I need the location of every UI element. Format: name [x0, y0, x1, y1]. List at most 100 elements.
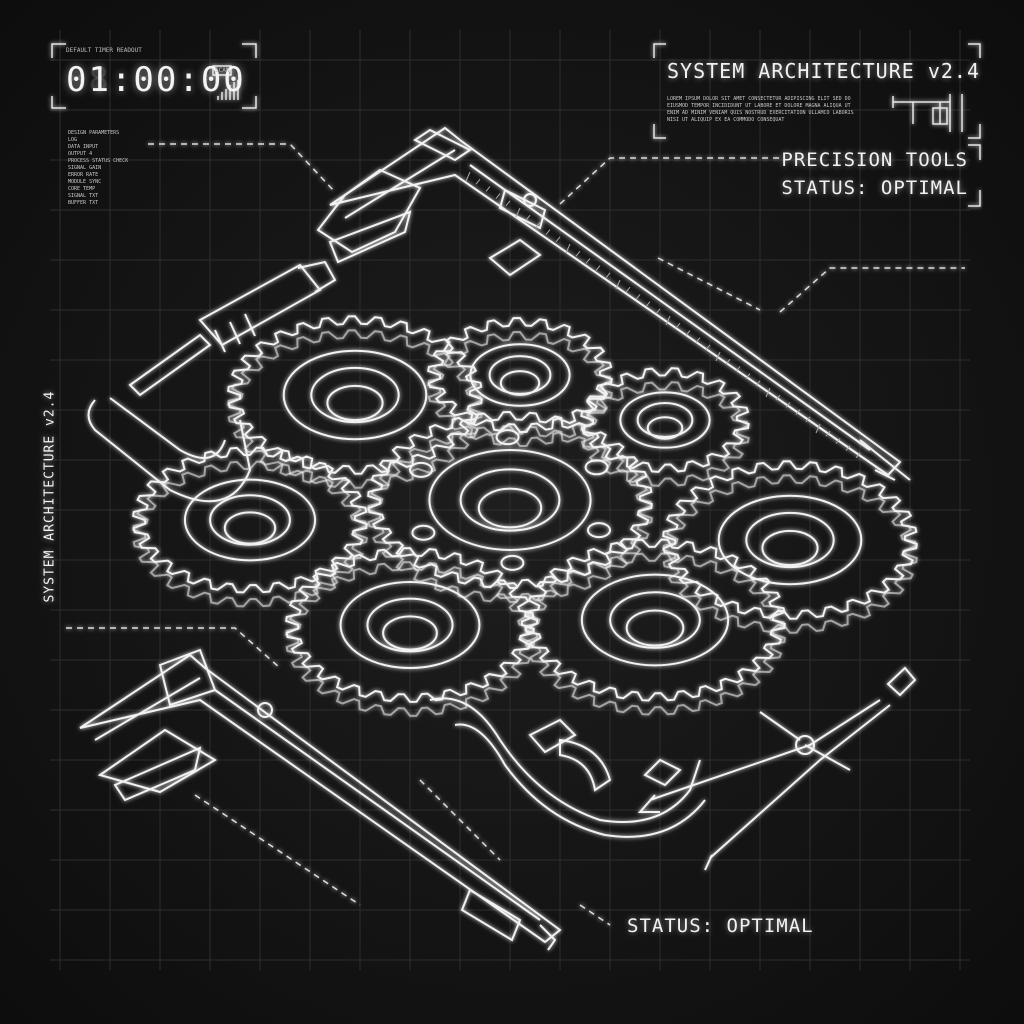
gear-assembly — [132, 315, 918, 717]
gear-center-hole — [495, 429, 520, 446]
precision-label: PRECISION TOOLS — [781, 149, 968, 171]
compass-icon — [637, 666, 917, 871]
precision-frame — [968, 144, 981, 207]
scale-tick — [575, 250, 581, 257]
gear-top-right — [580, 367, 750, 473]
side-title: SYSTEM ARCHITECTURE v2.4 — [42, 390, 58, 603]
micro-line: NISI UT ALIQUIP EX EA COMMODO CONSEQUAT — [667, 117, 785, 123]
gear-bottom-left-bore — [382, 615, 438, 651]
scale-tick — [525, 214, 531, 221]
gear-center-hub — [459, 468, 561, 532]
gear-top-right-rim — [619, 391, 711, 449]
scale-tick — [595, 265, 601, 271]
caliper-bottom-icon — [79, 648, 562, 951]
gear-center-hole — [586, 522, 611, 539]
status-line: DESIGN PARAMETERS — [68, 130, 120, 136]
gear-top-left-bore — [326, 384, 384, 422]
status-line: CORE TEMP — [68, 186, 96, 192]
gear-right-bore — [761, 529, 819, 567]
scale-tick — [515, 207, 521, 218]
micrometer-bottom-icon — [429, 697, 706, 838]
title-frame — [653, 43, 981, 139]
gear-bottom-right-hub — [609, 591, 701, 649]
timer-side-label: SCAN — [215, 67, 230, 74]
scale-tick — [855, 452, 861, 459]
gear-bottom-right-rim — [580, 573, 730, 667]
scale-tick — [775, 394, 781, 401]
gear-center — [367, 410, 653, 590]
scale-tick — [535, 222, 541, 228]
scale-tick — [815, 423, 821, 434]
gear-top-center-rim — [469, 343, 571, 407]
gear-center-hole — [409, 461, 434, 478]
page-title: SYSTEM ARCHITECTURE v2.4 — [667, 59, 980, 83]
header-micro-text: LOREM IPSUM DOLOR SIT AMET CONSECTETUR A… — [667, 96, 867, 124]
scale-tick — [835, 438, 841, 444]
gear-bottom-left — [285, 547, 535, 703]
scale-tick — [565, 243, 571, 254]
timer-frame — [51, 43, 257, 109]
gear-bottom-right — [524, 538, 786, 702]
scale-tick — [475, 178, 481, 185]
micrometer-icon — [87, 260, 337, 503]
gear-top-left-rim — [282, 349, 428, 441]
status-line: OUTPUT 4 — [68, 151, 93, 157]
scale-tick — [545, 229, 551, 235]
scale-tick — [625, 286, 631, 293]
gear-top-center-bore — [499, 370, 541, 396]
gear-left — [132, 446, 368, 594]
gear-center-bore — [477, 487, 543, 529]
scale-tick — [635, 294, 641, 300]
gear-bottom-right-bore — [625, 609, 685, 647]
status-line: ERROR RATE — [68, 172, 99, 178]
gear-left-bore — [223, 511, 277, 545]
scale-tick — [735, 366, 741, 372]
status-bottom: STATUS: OPTIMAL — [627, 915, 814, 937]
timer-top-label: DEFAULT TIMER READOUT — [66, 47, 142, 54]
precision-status: PRECISION TOOLS STATUS: OPTIMAL — [781, 146, 968, 202]
status-line: PROCESS STATUS CHECK — [68, 158, 129, 164]
scale-tick — [715, 351, 721, 362]
scale-tick — [765, 387, 771, 398]
gear-top-right-bore — [646, 416, 684, 440]
scale-tick — [505, 200, 511, 207]
scale-tick — [645, 301, 651, 307]
caliper-top-icon — [316, 126, 911, 481]
scale-tick — [605, 272, 611, 279]
gear-center-hole — [500, 554, 525, 571]
gear-right-hub — [745, 511, 835, 569]
status-line: BUFFER TXT — [68, 200, 99, 206]
scale-tick — [825, 430, 831, 437]
status-line: SIGNAL TXT — [68, 193, 99, 199]
scale-tick — [485, 186, 491, 192]
gear-top-right-hub — [636, 402, 694, 438]
scale-tick — [555, 236, 561, 243]
scale-tick — [725, 358, 731, 365]
leader-lines — [66, 143, 965, 926]
gear-left-rim — [183, 478, 317, 562]
micro-line: EIUSMOD TEMPOR INCIDIDUNT UT LABORE ET D… — [667, 103, 851, 109]
background-grid — [50, 30, 970, 970]
scale-tick — [745, 373, 751, 379]
gear-center-hole — [584, 459, 609, 476]
scale-tick — [675, 322, 681, 329]
scale-tick — [845, 445, 851, 451]
scale-tick — [805, 416, 811, 423]
scale-tick — [465, 171, 471, 182]
status-line: MODULE SYNC — [68, 179, 102, 185]
precision-status-label: STATUS: OPTIMAL — [781, 177, 968, 199]
gear-left-hub — [209, 494, 291, 546]
scale-tick — [685, 330, 691, 336]
status-line: DATA INPUT — [68, 144, 99, 150]
scale-tick — [695, 337, 701, 343]
status-line: SIGNAL GAIN — [68, 165, 102, 171]
side-status-list: DESIGN PARAMETERS LOG DATA INPUT OUTPUT … — [68, 130, 128, 207]
gear-center-hole — [411, 524, 436, 541]
scale-tick — [585, 258, 591, 264]
gear-bottom-left-rim — [339, 580, 481, 670]
timer-readout: 01:00:00 — [66, 60, 246, 100]
timer-ghost: 88:88:88 — [66, 60, 246, 100]
scale-tick — [495, 193, 501, 199]
scale-tick — [795, 409, 801, 415]
gear-bottom-left-hub — [366, 597, 454, 653]
